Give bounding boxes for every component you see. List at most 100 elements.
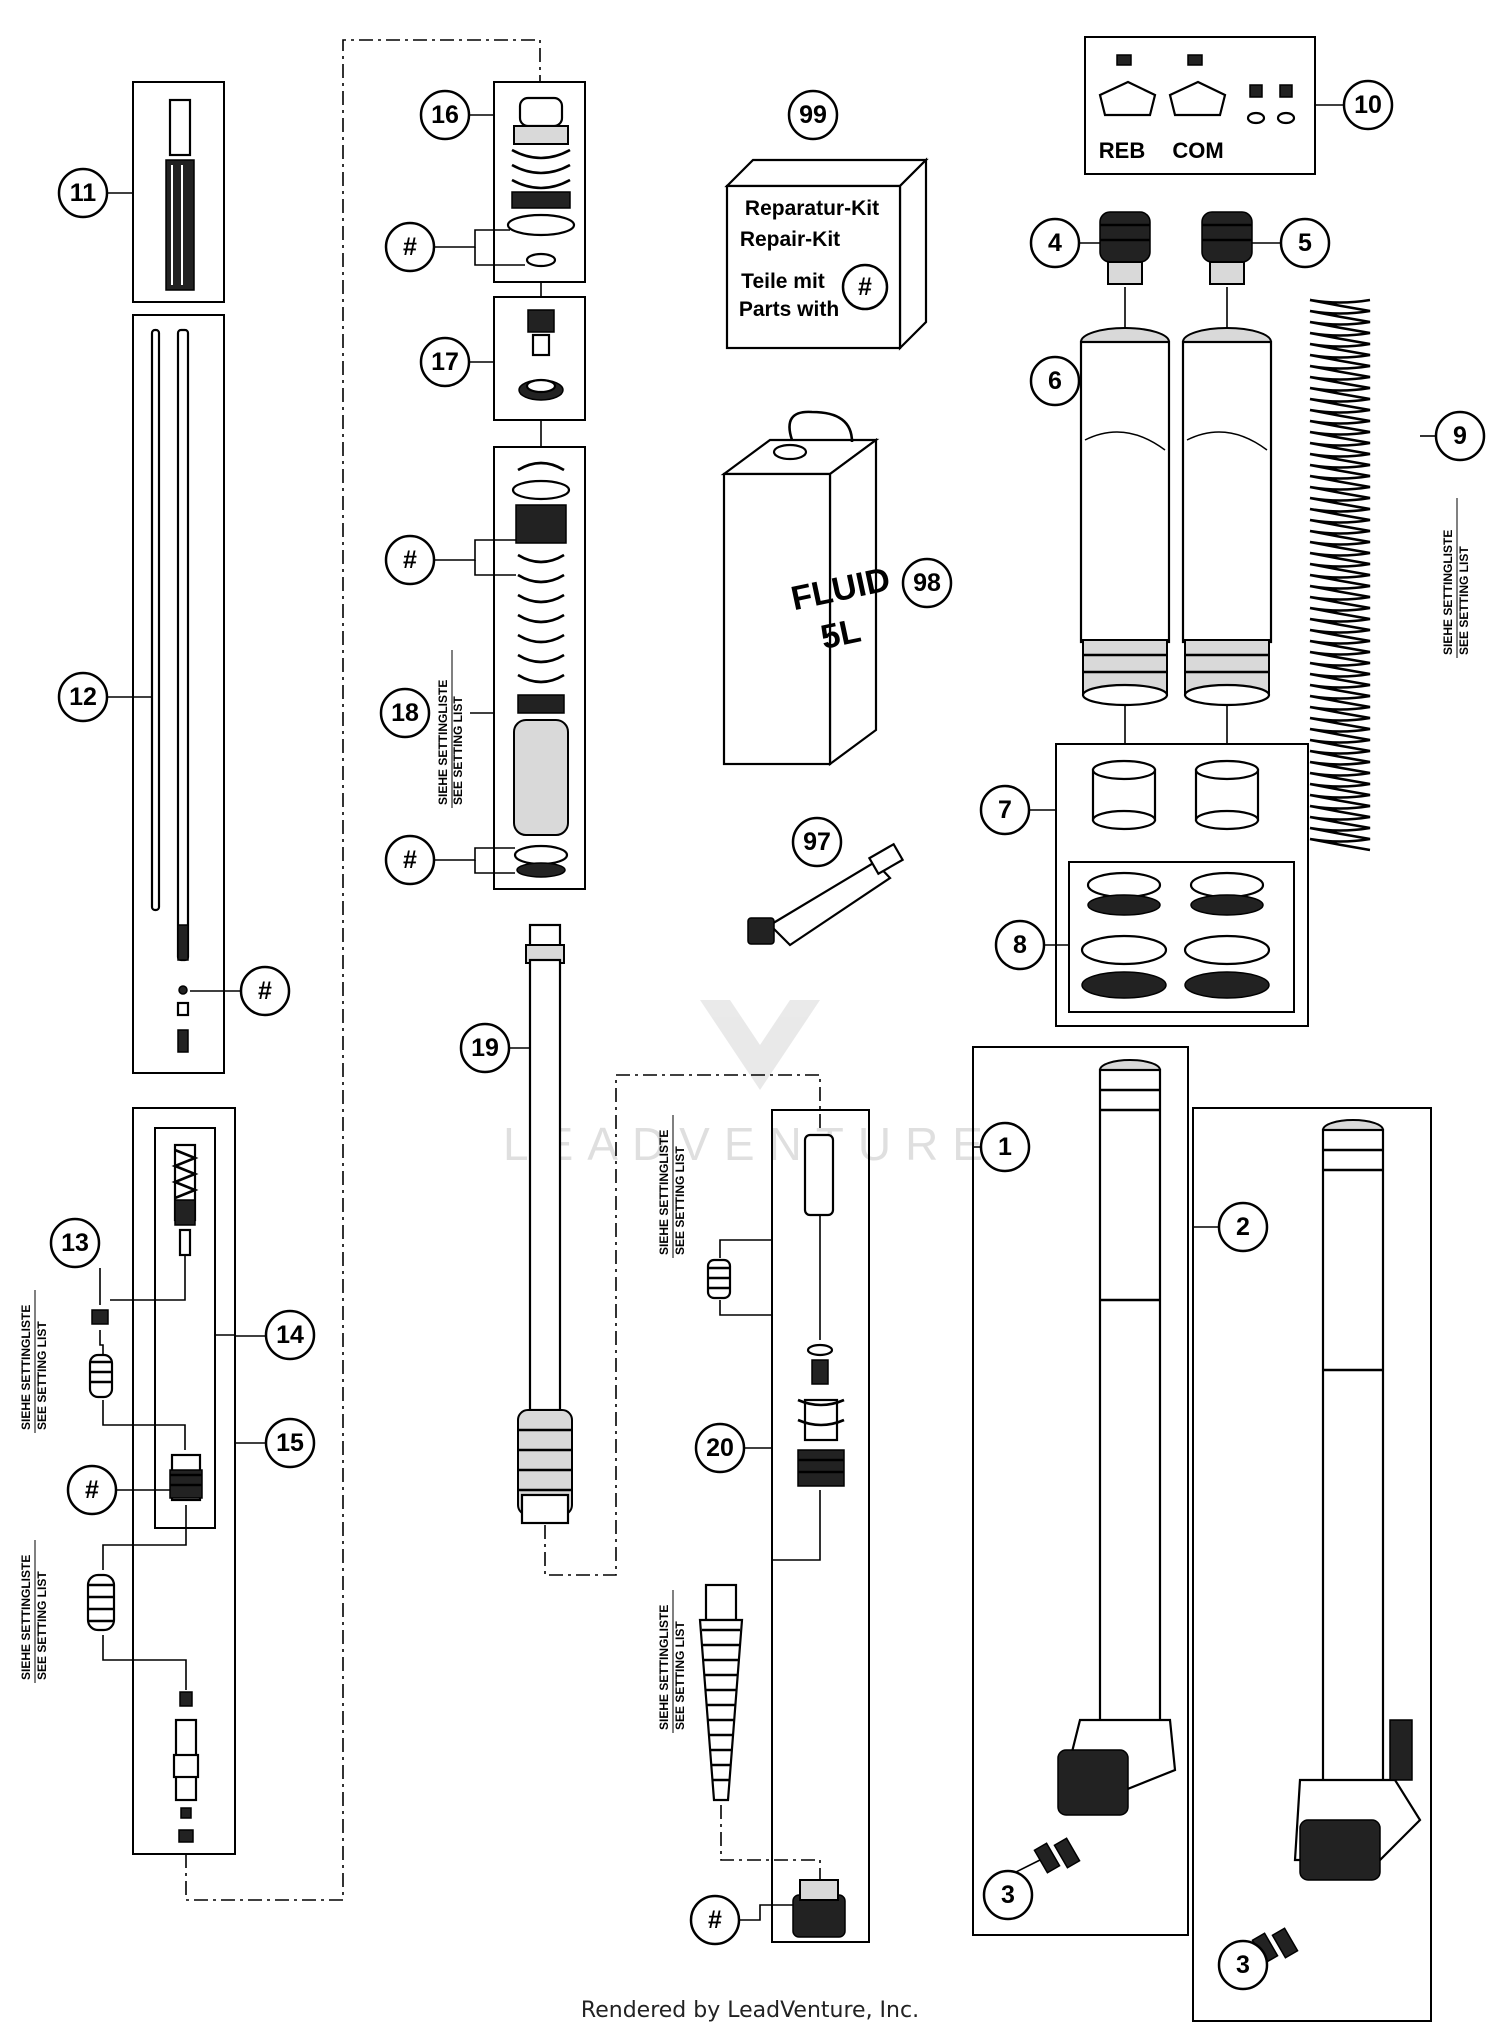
- adjuster-label-reb: REB: [1099, 138, 1145, 163]
- callout-8: 8: [994, 919, 1046, 971]
- svg-text:#: #: [403, 546, 417, 574]
- svg-text:20: 20: [706, 1434, 734, 1462]
- svg-text:16: 16: [431, 101, 459, 129]
- frame-part-20: [771, 1109, 870, 1943]
- repair-kit-line2: Repair-Kit: [740, 228, 840, 251]
- part-8-seals: [1080, 871, 1271, 999]
- callout-hash-18b: #: [384, 834, 436, 886]
- frame-part-8: [1068, 861, 1295, 1013]
- svg-text:18: 18: [391, 699, 419, 727]
- svg-text:#: #: [85, 1476, 99, 1504]
- svg-text:3: 3: [1236, 1951, 1250, 1979]
- svg-text:6: 6: [1048, 367, 1062, 395]
- callout-20: 20: [694, 1422, 746, 1474]
- fluid-can-line2: 5L: [817, 612, 864, 657]
- adjuster-label-com: COM: [1172, 138, 1223, 163]
- repair-kit-line4: Parts with: [739, 298, 839, 321]
- callout-6: 6: [1029, 355, 1081, 407]
- frame-part-7: [1055, 743, 1309, 1027]
- setting-list-label-de-2: SIEHE SETTINGLISTE: [657, 1130, 671, 1255]
- fluid-can: FLUID 5L: [720, 410, 894, 767]
- part-2-fork-leg: [1251, 1119, 1422, 1964]
- svg-text:99: 99: [799, 101, 827, 129]
- part-19-cartridge: [517, 923, 573, 1525]
- setting-list-label-en-3: SEE SETTING LIST: [673, 1621, 687, 1730]
- part-16-cap: [506, 96, 576, 268]
- setting-list-label-de-4: SIEHE SETTINGLISTE: [19, 1305, 33, 1430]
- callout-hash-16: #: [384, 221, 436, 273]
- callout-hash-15: #: [66, 1464, 118, 1516]
- callout-hash-20: #: [689, 1894, 741, 1946]
- part-15-piston: [169, 1453, 203, 1502]
- footer-credit: Rendered by LeadVenture, Inc.: [580, 1998, 920, 2023]
- repair-kit-line3: Teile mit: [741, 270, 825, 293]
- svg-text:7: 7: [998, 796, 1012, 824]
- svg-text:2: 2: [1236, 1213, 1250, 1241]
- svg-text:#: #: [258, 977, 272, 1005]
- part-5-cap: [1201, 211, 1253, 285]
- frame-part-2: [1192, 1107, 1432, 2022]
- svg-text:19: 19: [471, 1034, 499, 1062]
- callout-5: 5: [1279, 217, 1331, 269]
- setting-list-label-de-3: SIEHE SETTINGLISTE: [657, 1605, 671, 1730]
- watermark: LEADVENTURE: [503, 1000, 997, 1170]
- callout-7: 7: [979, 784, 1031, 836]
- svg-text:5: 5: [1298, 229, 1312, 257]
- setting-list-label-en-6: SEE SETTING LIST: [1457, 546, 1471, 655]
- svg-text:#: #: [858, 273, 872, 301]
- callout-10: 10: [1342, 79, 1394, 131]
- svg-text:15: 15: [276, 1429, 304, 1457]
- frame-part-12: [132, 314, 225, 1074]
- callout-hash-kit: #: [841, 263, 889, 311]
- svg-text:17: 17: [431, 348, 459, 376]
- callout-11: 11: [57, 167, 109, 219]
- part-18-rebound-assembly: [511, 461, 571, 878]
- part-20-compression-assembly: [698, 1133, 846, 1938]
- part-15-bolt: [172, 1691, 200, 1843]
- repair-kit-box: Reparatur-Kit Repair-Kit Teile mit Parts…: [724, 157, 929, 351]
- callout-1: 1: [979, 1121, 1031, 1173]
- frame-part-17: [493, 296, 586, 421]
- part-1-fork-leg: [1033, 1059, 1177, 1874]
- frame-part-11: [132, 81, 225, 303]
- svg-text:9: 9: [1453, 422, 1467, 450]
- callout-12: 12: [57, 671, 109, 723]
- part-14-valve-stack: [171, 1143, 199, 1257]
- callout-16: 16: [419, 89, 471, 141]
- part-15-bumper: [86, 1573, 116, 1632]
- svg-text:3: 3: [1001, 1881, 1015, 1909]
- callout-3-right: 3: [1217, 1939, 1269, 1991]
- watermark-text: LEADVENTURE: [503, 1118, 997, 1170]
- setting-list-label-en-5: SEE SETTING LIST: [35, 1571, 49, 1680]
- setting-list-label-de: SIEHE SETTINGLISTE: [436, 680, 450, 805]
- part-17-nut: [518, 309, 564, 401]
- callout-2: 2: [1217, 1201, 1269, 1253]
- setting-list-label-en-4: SEE SETTING LIST: [35, 1321, 49, 1430]
- svg-text:11: 11: [70, 179, 97, 207]
- setting-list-label-en-2: SEE SETTING LIST: [673, 1146, 687, 1255]
- setting-list-label-en: SEE SETTING LIST: [451, 696, 465, 805]
- callout-97: 97: [791, 816, 843, 868]
- svg-text:8: 8: [1013, 931, 1027, 959]
- callout-19: 19: [459, 1022, 511, 1074]
- part-13-nut: [88, 1309, 114, 1399]
- callout-13: 13: [49, 1217, 101, 1269]
- callout-17: 17: [419, 336, 471, 388]
- callout-15: 15: [264, 1417, 316, 1469]
- part-4-cap: [1099, 211, 1151, 285]
- setting-list-label-de-6: SIEHE SETTINGLISTE: [1441, 530, 1455, 655]
- callout-hash-18a: #: [384, 534, 436, 586]
- part-10-adjusters: REB COM: [1098, 54, 1296, 163]
- callout-3-left: 3: [982, 1869, 1034, 1921]
- frame-part-15: [132, 1107, 236, 1855]
- repair-kit-line1: Reparatur-Kit: [745, 197, 879, 220]
- part-9-spring: [1309, 298, 1371, 852]
- svg-text:14: 14: [276, 1321, 304, 1349]
- frame-part-14: [154, 1127, 216, 1529]
- callout-9: 9: [1434, 410, 1486, 462]
- svg-text:#: #: [403, 233, 417, 261]
- part-12-rods: [150, 328, 190, 1053]
- callout-99: 99: [787, 89, 839, 141]
- callout-98: 98: [901, 557, 953, 609]
